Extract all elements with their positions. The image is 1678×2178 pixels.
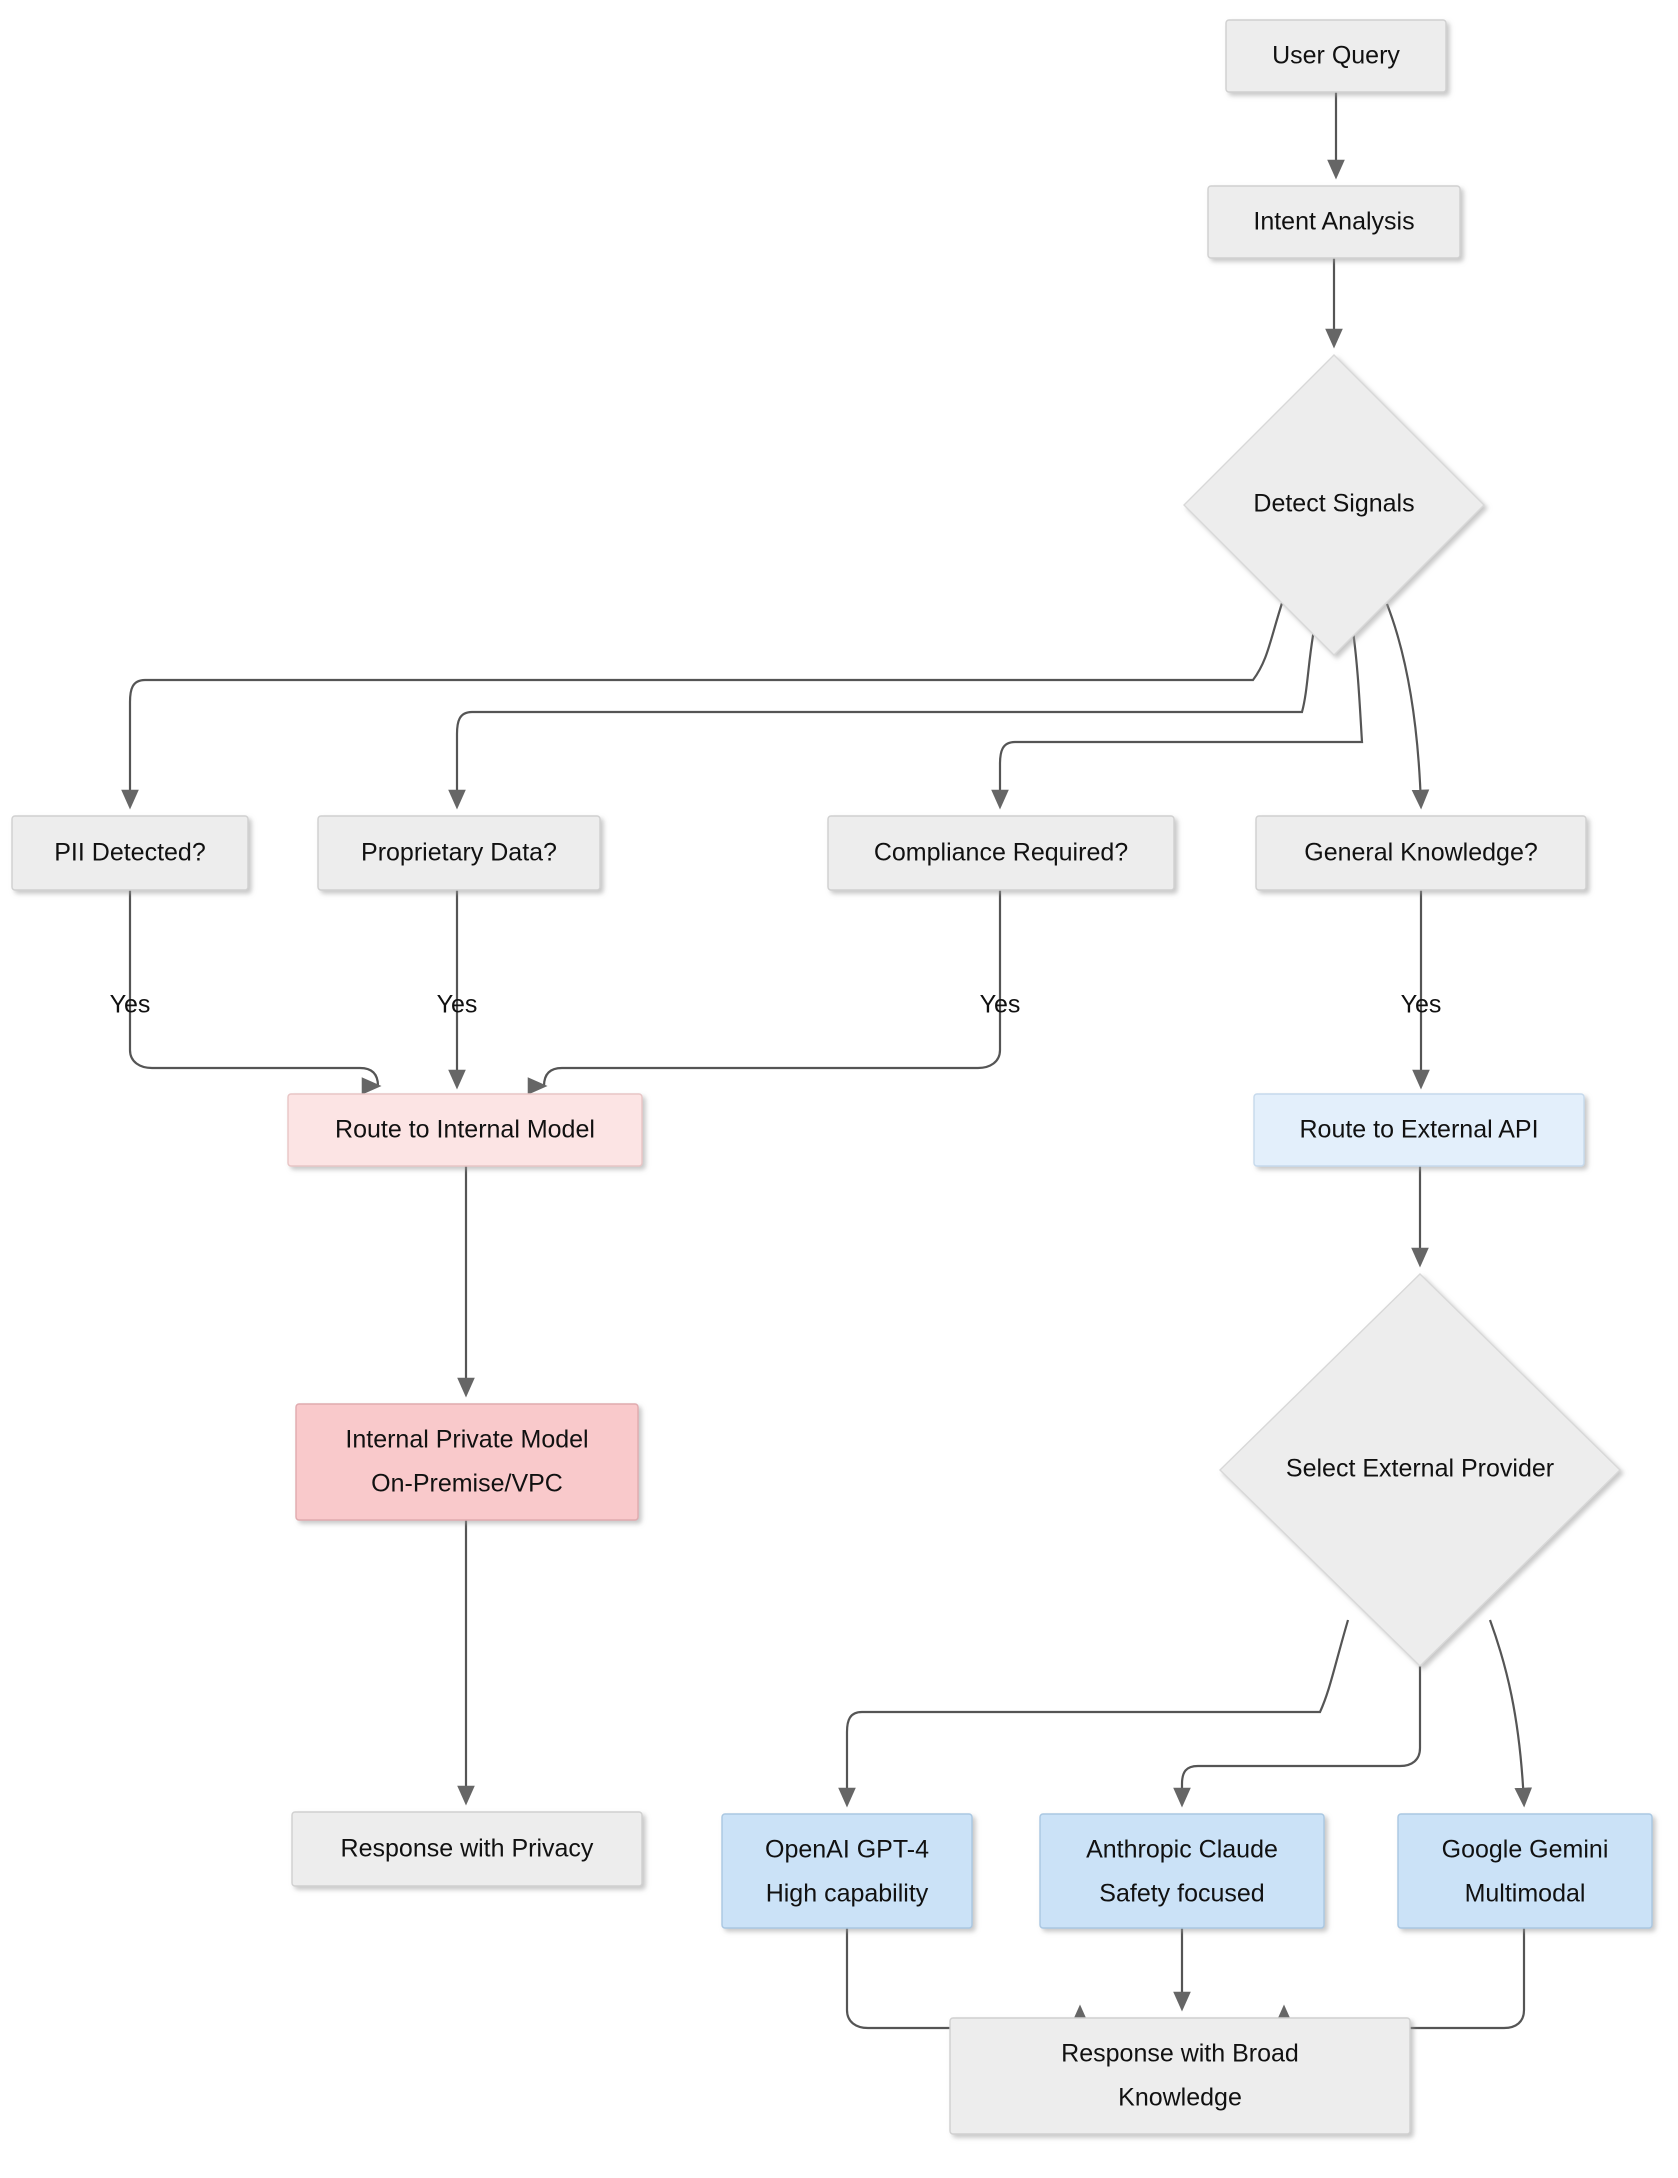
- node-route-external[interactable]: Route to External API: [1253, 1093, 1585, 1167]
- node-response-broad-shape[interactable]: [949, 2017, 1411, 2135]
- node-proprietary-data-shape[interactable]: [317, 815, 601, 891]
- edge-label-pii-yes: Yes: [110, 991, 151, 1019]
- node-google-gemini[interactable]: Google Gemini Multimodal: [1397, 1813, 1653, 1929]
- node-proprietary-data[interactable]: Proprietary Data?: [317, 815, 601, 891]
- node-google-gemini-label-line1: Google Gemini: [1442, 1836, 1609, 1864]
- edge-label-general-yes: Yes: [1401, 991, 1442, 1019]
- node-compliance-required-label: Compliance Required?: [874, 839, 1128, 867]
- node-select-external-provider[interactable]: Select External Provider: [1218, 1273, 1622, 1667]
- edge-detect-signals-to-compliance-required: [991, 623, 1364, 810]
- edge-select-provider-to-anthropic: [1173, 1666, 1422, 1808]
- node-response-privacy[interactable]: Response with Privacy: [291, 1811, 643, 1887]
- node-user-query-shape[interactable]: [1225, 19, 1447, 93]
- node-route-internal[interactable]: Route to Internal Model: [287, 1093, 643, 1167]
- node-openai-gpt4[interactable]: OpenAI GPT-4 High capability: [721, 1813, 973, 1929]
- node-intent-analysis-label: Intent Analysis: [1253, 208, 1414, 236]
- node-compliance-required[interactable]: Compliance Required?: [827, 815, 1175, 891]
- edge-select-provider-to-openai: [838, 1619, 1350, 1808]
- node-google-gemini-label-line2: Multimodal: [1465, 1880, 1586, 1908]
- node-openai-gpt4-shape[interactable]: [721, 1813, 973, 1929]
- node-detect-signals-label: Detect Signals: [1253, 490, 1414, 518]
- node-google-gemini-shape[interactable]: [1397, 1813, 1653, 1929]
- node-response-privacy-label: Response with Privacy: [341, 1835, 594, 1863]
- node-internal-private-model-shape[interactable]: [295, 1403, 639, 1521]
- node-general-knowledge[interactable]: General Knowledge?: [1255, 815, 1587, 891]
- node-pii-detected[interactable]: PII Detected?: [11, 815, 249, 891]
- edge-detect-signals-to-general-knowledge: [1385, 603, 1430, 810]
- node-openai-gpt4-label-line2: High capability: [766, 1880, 929, 1908]
- node-proprietary-data-label: Proprietary Data?: [361, 839, 557, 867]
- node-select-external-provider-shape[interactable]: [1218, 1273, 1622, 1667]
- edge-select-provider-to-gemini: [1488, 1619, 1533, 1808]
- edge-pii-detected-to-route-internal: [128, 890, 378, 1086]
- node-internal-private-model[interactable]: Internal Private Model On-Premise/VPC: [295, 1403, 639, 1521]
- node-route-internal-label: Route to Internal Model: [335, 1116, 595, 1144]
- node-intent-analysis-shape[interactable]: [1207, 185, 1461, 259]
- node-intent-analysis[interactable]: Intent Analysis: [1207, 185, 1461, 259]
- node-anthropic-claude-shape[interactable]: [1039, 1813, 1325, 1929]
- node-pii-detected-label: PII Detected?: [54, 839, 205, 867]
- node-compliance-required-shape[interactable]: [827, 815, 1175, 891]
- node-route-external-label: Route to External API: [1299, 1116, 1538, 1144]
- edge-label-proprietary-yes: Yes: [437, 991, 478, 1019]
- edge-label-compliance-yes: Yes: [980, 991, 1021, 1019]
- node-route-internal-shape[interactable]: [287, 1093, 643, 1167]
- node-pii-detected-shape[interactable]: [11, 815, 249, 891]
- node-response-broad[interactable]: Response with Broad Knowledge: [949, 2017, 1411, 2135]
- node-internal-private-model-label-line2: On-Premise/VPC: [371, 1470, 563, 1498]
- node-openai-gpt4-label-line1: OpenAI GPT-4: [765, 1836, 929, 1864]
- node-anthropic-claude[interactable]: Anthropic Claude Safety focused: [1039, 1813, 1325, 1929]
- node-response-broad-label-line1: Response with Broad: [1061, 2040, 1299, 2068]
- node-detect-signals[interactable]: Detect Signals: [1183, 354, 1485, 656]
- node-response-privacy-shape[interactable]: [291, 1811, 643, 1887]
- edge-detect-signals-to-proprietary-data: [448, 623, 1317, 810]
- node-internal-private-model-label-line1: Internal Private Model: [345, 1426, 588, 1454]
- node-anthropic-claude-label-line1: Anthropic Claude: [1086, 1836, 1278, 1864]
- node-layer: User Query Intent Analysis Detect Signal…: [11, 19, 1653, 2135]
- node-user-query-label: User Query: [1272, 42, 1400, 70]
- node-general-knowledge-label: General Knowledge?: [1304, 839, 1538, 867]
- edge-label-layer: Yes Yes Yes Yes: [110, 991, 1442, 1019]
- edge-compliance-required-to-route-internal: [535, 890, 1002, 1090]
- node-response-broad-label-line2: Knowledge: [1118, 2084, 1242, 2112]
- node-general-knowledge-shape[interactable]: [1255, 815, 1587, 891]
- node-user-query[interactable]: User Query: [1225, 19, 1447, 93]
- edge-detect-signals-to-pii-detected: [121, 599, 1285, 810]
- node-route-external-shape[interactable]: [1253, 1093, 1585, 1167]
- node-anthropic-claude-label-line2: Safety focused: [1099, 1880, 1264, 1908]
- node-detect-signals-shape[interactable]: [1183, 354, 1485, 656]
- node-select-external-provider-label: Select External Provider: [1286, 1455, 1554, 1483]
